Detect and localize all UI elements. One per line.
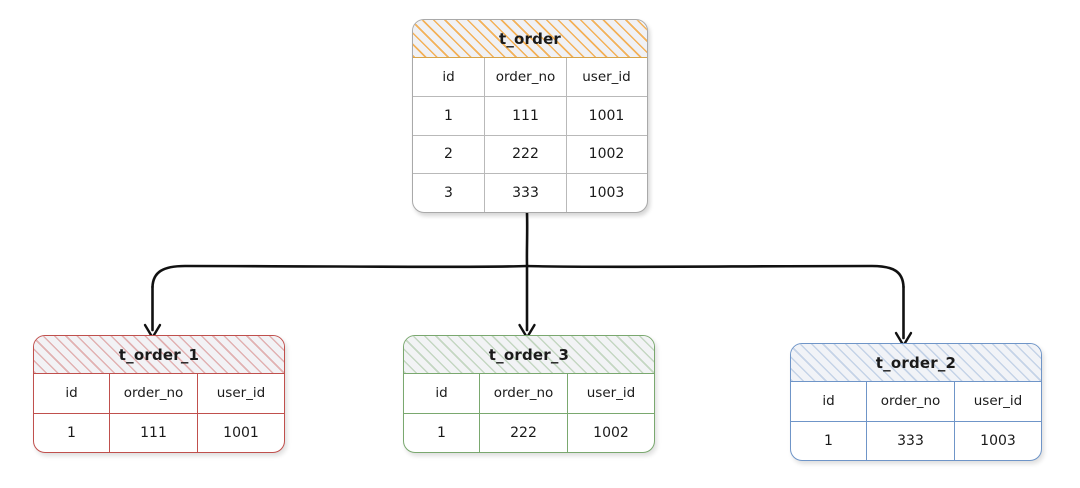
- column-header-order-no: order_no: [110, 374, 198, 413]
- cell-user-id: 1001: [588, 107, 625, 124]
- table-t-order-3[interactable]: t_order_3 id order_no user_id 1 222 1002: [403, 335, 655, 453]
- table-t-order-1[interactable]: t_order_1 id order_no user_id 1 111 1001: [33, 335, 285, 453]
- cell-order-no: 333: [485, 174, 567, 212]
- cell-id: 1: [791, 421, 867, 460]
- cell-user-id: 1003: [588, 185, 625, 202]
- table-header-row: id order_no user_id: [34, 374, 284, 414]
- table-title-t-order-1: t_order_1: [34, 336, 284, 374]
- column-header-id: id: [413, 58, 485, 96]
- column-header-order-no: order_no: [480, 374, 568, 413]
- table-title-t-order: t_order: [413, 20, 647, 58]
- cell-order-no: 111: [485, 96, 567, 135]
- table-row: 1 111 1001: [413, 96, 647, 136]
- cell-user-id: 1002: [588, 146, 625, 163]
- cell-user-id: 1001: [223, 424, 259, 441]
- column-header-order-no: order_no: [867, 382, 955, 421]
- table-title-t-order-2: t_order_2: [791, 344, 1041, 382]
- table-grid-t-order-1: id order_no user_id 1 111 1001: [34, 374, 284, 452]
- table-title-t-order-3: t_order_3: [404, 336, 654, 374]
- cell-user-id: 1003: [980, 432, 1016, 449]
- connector-branch-left: [151, 264, 529, 289]
- column-header-order-no: order_no: [485, 58, 567, 96]
- table-t-order-2[interactable]: t_order_2 id order_no user_id 1 333 1003: [790, 343, 1042, 461]
- table-row: 1 111 1001: [34, 413, 284, 452]
- cell-id: 1: [34, 413, 110, 452]
- table-row: 2 222 1002: [413, 135, 647, 175]
- cell-id: 1: [404, 413, 480, 452]
- cell-id: 3: [413, 174, 485, 212]
- connector-branch-right: [525, 264, 905, 289]
- column-header-id: id: [791, 382, 867, 421]
- table-header-row: id order_no user_id: [413, 58, 647, 97]
- table-grid-t-order-2: id order_no user_id 1 333 1003: [791, 382, 1041, 460]
- column-header-user-id: user_id: [586, 385, 636, 402]
- column-header-id: id: [404, 374, 480, 413]
- cell-order-no: 222: [485, 135, 567, 174]
- column-header-user-id: user_id: [216, 385, 266, 402]
- table-t-order[interactable]: t_order id order_no user_id 1 111 1001 2…: [412, 19, 648, 213]
- table-row: 1 333 1003: [791, 421, 1041, 460]
- table-row: 3 333 1003: [413, 174, 647, 212]
- table-header-row: id order_no user_id: [791, 382, 1041, 422]
- cell-id: 2: [413, 135, 485, 174]
- cell-order-no: 111: [110, 413, 198, 452]
- cell-order-no: 333: [867, 421, 955, 460]
- table-row: 1 222 1002: [404, 413, 654, 452]
- column-header-user-id: user_id: [582, 68, 631, 85]
- table-grid-t-order: id order_no user_id 1 111 1001 2 222 100…: [413, 58, 647, 212]
- table-header-row: id order_no user_id: [404, 374, 654, 414]
- table-grid-t-order-3: id order_no user_id 1 222 1002: [404, 374, 654, 452]
- column-header-id: id: [34, 374, 110, 413]
- cell-order-no: 222: [480, 413, 568, 452]
- column-header-user-id: user_id: [973, 393, 1023, 410]
- cell-id: 1: [413, 96, 485, 135]
- cell-user-id: 1002: [593, 424, 629, 441]
